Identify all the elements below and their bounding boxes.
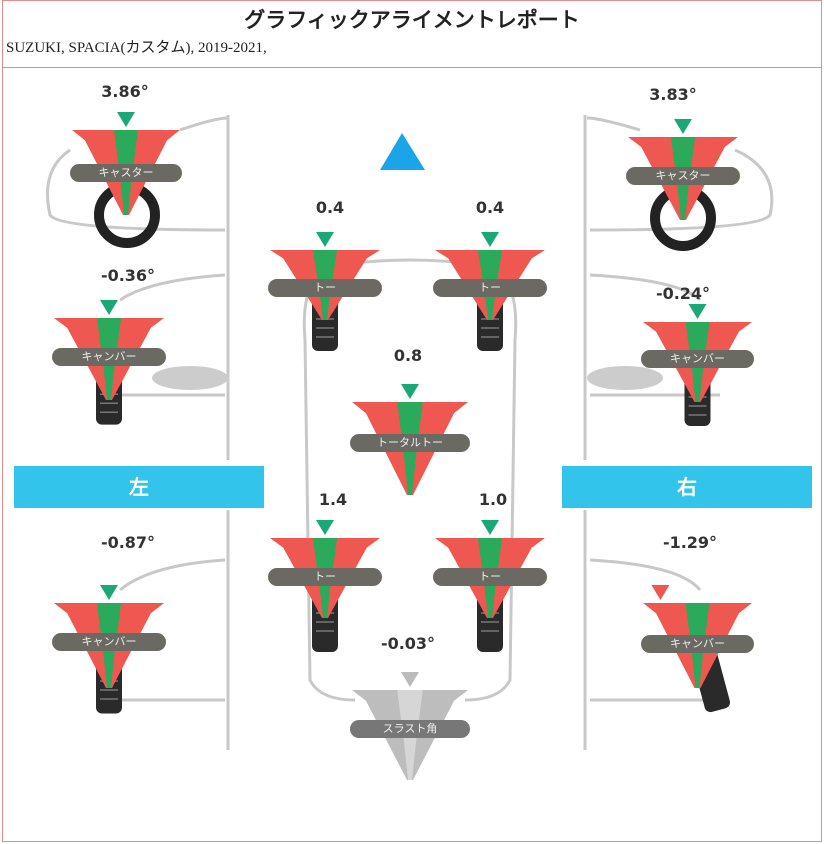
value-marker-icon xyxy=(100,300,118,315)
gauge-value: 1.0 xyxy=(478,490,508,509)
gauge-value: -0.03° xyxy=(380,634,436,653)
value-marker-icon xyxy=(100,585,118,600)
value-marker-icon xyxy=(401,384,419,399)
gauge-thrust-angle: スラスト角 -0.03° xyxy=(350,634,470,780)
gauge-toe-rear-left: トー 1.4 xyxy=(268,490,382,652)
gauge-value: 0.4 xyxy=(475,198,505,217)
gauge-value: -0.36° xyxy=(100,266,156,285)
value-marker-icon xyxy=(481,520,499,535)
value-marker-icon xyxy=(316,520,334,535)
gauge-label: キャンバー xyxy=(641,635,754,653)
gauge-camber-front-left: キャンバー -0.36° xyxy=(52,266,166,425)
gauge-label: トー xyxy=(433,568,547,586)
gauge-label: トー xyxy=(268,279,382,297)
value-marker-icon xyxy=(651,585,670,600)
gauge-value: 0.8 xyxy=(393,346,423,365)
gauge-toe-front-left: トー 0.4 xyxy=(268,198,382,351)
gauge-caster-right: キャスター 3.83° xyxy=(626,85,740,220)
gauge-value: -0.24° xyxy=(655,284,711,303)
page-title: グラフィックアライメントレポート xyxy=(244,8,580,32)
gauge-value: -0.87° xyxy=(100,533,156,552)
direction-arrow-icon xyxy=(380,133,425,170)
value-marker-icon xyxy=(481,232,499,247)
right-side-banner: 右 xyxy=(562,466,812,508)
gauge-camber-front-right: キャンバー -0.24° xyxy=(641,284,754,426)
gauge-label: キャンバー xyxy=(52,633,166,651)
value-marker-icon xyxy=(688,304,707,319)
value-marker-icon xyxy=(674,119,692,134)
gauge-label: トー xyxy=(268,568,382,586)
gauge-camber-rear-left: キャンバー -0.87° xyxy=(52,533,166,714)
gauge-value: 0.4 xyxy=(315,198,345,217)
gauge-total-toe: トータルトー 0.8 xyxy=(350,346,470,495)
gauge-toe-rear-right: トー 1.0 xyxy=(433,490,547,652)
gauge-label: スラスト角 xyxy=(350,720,470,738)
left-side-banner: 左 xyxy=(14,466,264,508)
vehicle-info: SUZUKI, SPACIA(カスタム), 2019-2021, xyxy=(6,40,267,56)
gauge-label: キャスター xyxy=(626,167,740,185)
gauge-label: キャスター xyxy=(70,164,182,182)
value-marker-icon xyxy=(401,672,419,687)
gauge-camber-rear-right: キャンバー -1.29° xyxy=(641,533,754,713)
gauge-label: トータルトー xyxy=(350,434,470,452)
gauge-label: キャンバー xyxy=(641,350,754,368)
gauge-value: 3.83° xyxy=(649,85,697,104)
gauge-label: トー xyxy=(433,279,547,297)
value-marker-icon xyxy=(117,112,135,127)
value-marker-icon xyxy=(316,232,334,247)
report-header: グラフィックアライメントレポート SUZUKI, SPACIA(カスタム), 2… xyxy=(2,0,822,68)
gauge-value: 1.4 xyxy=(318,490,348,509)
gauge-value: 3.86° xyxy=(101,82,149,101)
gauge-caster-left: キャスター 3.86° xyxy=(70,82,182,215)
gauge-value: -1.29° xyxy=(662,533,718,552)
gauge-label: キャンバー xyxy=(52,348,166,366)
gauge-toe-front-right: トー 0.4 xyxy=(433,198,547,351)
